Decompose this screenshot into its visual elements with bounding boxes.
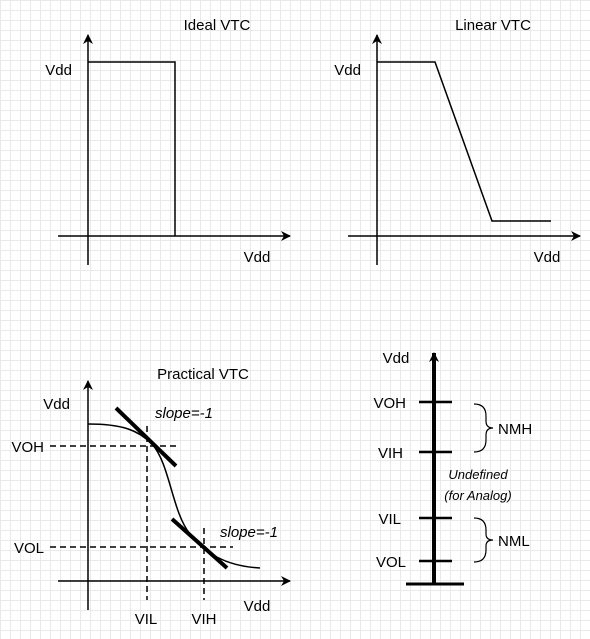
slope-label-bottom: slope=-1: [220, 524, 278, 541]
margin-vih-label: VIH: [378, 445, 403, 462]
nml-brace: [473, 517, 494, 563]
linear-vtc-title: Linear VTC: [455, 17, 531, 34]
tangent-line-bottom: [170, 517, 229, 570]
margin-vil-label: VIL: [378, 511, 401, 528]
nml-label: NML: [498, 533, 530, 550]
slope-label-top: slope=-1: [155, 405, 213, 422]
ideal-vtc-panel: Ideal VTC Vdd Vdd: [45, 17, 291, 266]
linear-x-label: Vdd: [534, 249, 561, 266]
ideal-y-label: Vdd: [45, 62, 72, 79]
practical-vtc-title: Practical VTC: [157, 366, 249, 383]
undefined-label: Undefined: [448, 467, 508, 482]
noise-margin-panel: Vdd VOH VIH VIL VOL NMH NML Undefined (f…: [373, 350, 532, 586]
margin-voh-label: VOH: [373, 395, 406, 412]
margin-top-label: Vdd: [383, 350, 410, 367]
linear-curve: [377, 61, 551, 222]
practical-vtc-panel: Practical VTC Vdd Vdd VOH VOL VIL VIH sl…: [11, 366, 291, 628]
practical-y-label: Vdd: [43, 396, 70, 413]
voh-label: VOH: [11, 439, 44, 456]
ideal-vtc-title: Ideal VTC: [184, 17, 251, 34]
for-analog-label: (for Analog): [444, 488, 511, 503]
linear-vtc-panel: Linear VTC Vdd Vdd: [334, 17, 581, 266]
vil-label: VIL: [135, 611, 158, 628]
nmh-label: NMH: [498, 421, 532, 438]
practical-x-label: Vdd: [244, 598, 271, 615]
linear-y-label: Vdd: [334, 62, 361, 79]
vol-label: VOL: [14, 540, 44, 557]
ideal-curve: [88, 61, 176, 236]
margin-vol-label: VOL: [376, 554, 406, 571]
vih-label: VIH: [191, 611, 216, 628]
ideal-x-label: Vdd: [244, 249, 271, 266]
tangent-line-top: [114, 406, 178, 468]
nmh-brace: [473, 403, 494, 453]
